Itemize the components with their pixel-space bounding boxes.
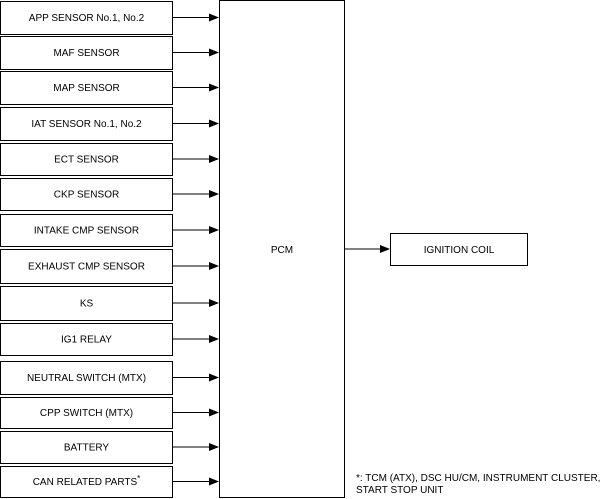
input-label: CKP SENSOR (54, 190, 119, 201)
input-box (0, 1, 173, 35)
input-box (0, 249, 173, 284)
input-label: NEUTRAL SWITCH (MTX) (27, 373, 146, 384)
input-item-iat-sensor-no-1-no-2: IAT SENSOR No.1, No.2 (0, 107, 219, 141)
input-label: MAF SENSOR (53, 48, 119, 59)
input-label: CAN RELATED PARTS* (33, 474, 141, 488)
input-box (0, 214, 173, 247)
footnote-line-1: *: TCM (ATX), DSC HU/CM, INSTRUMENT CLUS… (356, 473, 601, 484)
input-box (0, 397, 173, 429)
input-label: KS (80, 299, 94, 310)
footnote-marker: * (137, 474, 140, 483)
input-label: CPP SWITCH (MTX) (40, 408, 133, 419)
footnote: *: TCM (ATX), DSC HU/CM, INSTRUMENT CLUS… (356, 473, 610, 497)
input-box (0, 323, 173, 356)
input-item-map-sensor: MAP SENSOR (0, 71, 219, 105)
pcm-label: PCM (271, 245, 293, 256)
input-box (0, 466, 173, 498)
input-box (0, 431, 173, 464)
input-box (0, 361, 173, 395)
input-item-app-sensor-no-1-no-2: APP SENSOR No.1, No.2 (0, 1, 219, 35)
input-box (0, 143, 173, 176)
input-box (0, 71, 173, 105)
input-box (0, 286, 173, 321)
input-item-cpp-switch-mtx: CPP SWITCH (MTX) (0, 397, 219, 429)
ignition-coil-label: IGNITION COIL (424, 245, 495, 256)
input-item-ckp-sensor: CKP SENSOR (0, 178, 219, 211)
input-item-battery: BATTERY (0, 431, 219, 464)
input-item-maf-sensor: MAF SENSOR (0, 36, 219, 70)
input-label: IAT SENSOR No.1, No.2 (31, 119, 142, 130)
input-box (0, 178, 173, 211)
input-item-exhaust-cmp-sensor: EXHAUST CMP SENSOR (0, 249, 219, 284)
footnote-line-2: START STOP UNIT (356, 485, 444, 496)
pcm-block: PCM (219, 0, 345, 498)
input-item-can-related-parts: CAN RELATED PARTS* (0, 466, 219, 498)
input-label: APP SENSOR No.1, No.2 (29, 13, 145, 24)
input-item-ks: KS (0, 286, 219, 321)
input-label: IG1 RELAY (61, 335, 112, 346)
input-label: MAP SENSOR (53, 83, 120, 94)
input-box (0, 107, 173, 141)
input-label: BATTERY (64, 443, 110, 454)
input-label: EXHAUST CMP SENSOR (28, 262, 145, 273)
input-item-ig1-relay: IG1 RELAY (0, 323, 219, 356)
input-item-intake-cmp-sensor: INTAKE CMP SENSOR (0, 214, 219, 247)
ignition-coil-block: IGNITION COIL (390, 233, 528, 266)
input-label: INTAKE CMP SENSOR (34, 226, 139, 237)
input-label: ECT SENSOR (54, 155, 119, 166)
input-item-neutral-switch-mtx: NEUTRAL SWITCH (MTX) (0, 361, 219, 395)
input-item-ect-sensor: ECT SENSOR (0, 143, 219, 176)
input-box (0, 36, 173, 70)
